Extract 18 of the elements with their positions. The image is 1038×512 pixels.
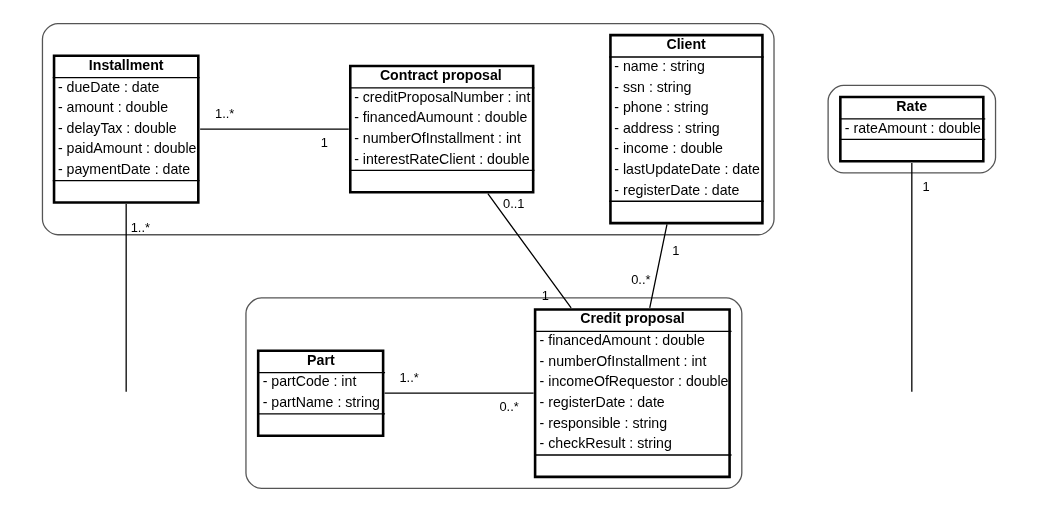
connector xyxy=(487,193,572,309)
label: 0..* xyxy=(499,398,519,414)
connector xyxy=(199,128,350,130)
label: 1..* xyxy=(130,219,150,235)
label: 1..* xyxy=(215,106,235,122)
label: 1..* xyxy=(399,370,419,386)
connector xyxy=(383,392,535,394)
label: 0..* xyxy=(631,272,651,288)
label: 1 xyxy=(541,287,549,303)
connector xyxy=(911,162,913,393)
connector xyxy=(649,223,668,309)
label: 1 xyxy=(922,178,930,194)
connector xyxy=(125,203,127,393)
label: 1 xyxy=(320,134,328,150)
label: 1 xyxy=(672,242,680,258)
cluster xyxy=(827,84,997,174)
label: 0..1 xyxy=(503,196,525,212)
cluster xyxy=(41,22,775,236)
